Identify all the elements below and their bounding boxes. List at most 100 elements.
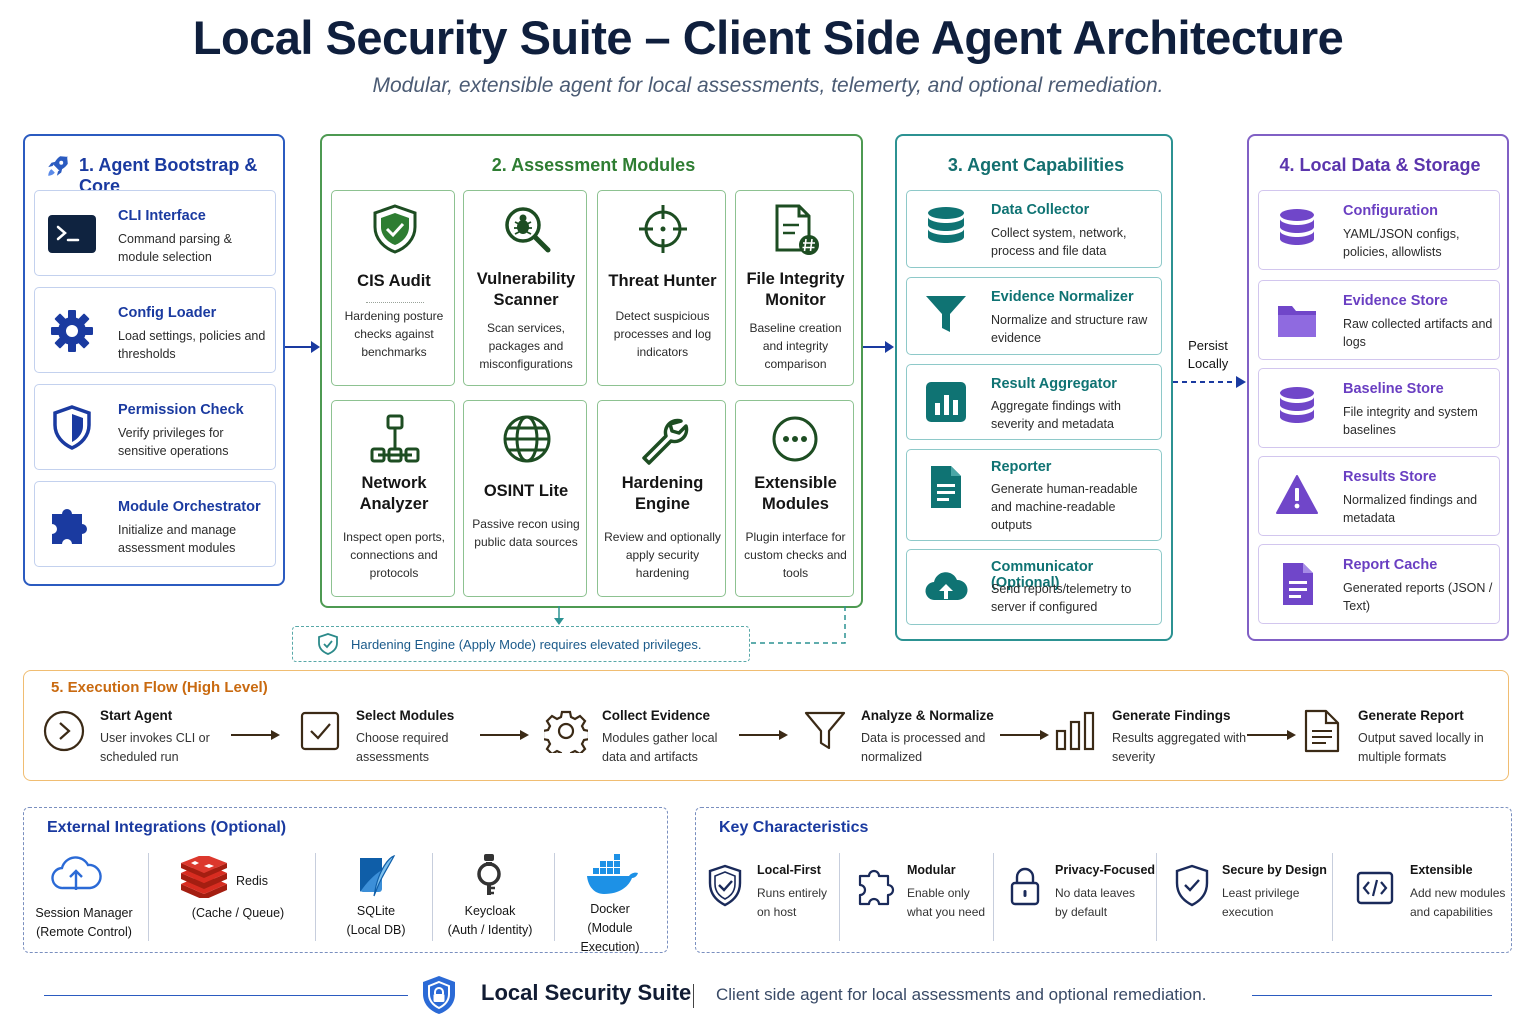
panel-storage: 4. Local Data & Storage Configuration YA… [1247,134,1509,641]
module-vulnerability-scanner: Vulnerability Scanner Scan services, pac… [463,190,587,386]
module-title: Extensible Modules [754,474,837,513]
core-card-desc: Command parsing & module selection [118,232,232,264]
module-title: File Integrity Monitor [746,270,845,309]
storage-report-cache: Report Cache Generated reports (JSON / T… [1258,544,1500,624]
storage-configuration: Configuration YAML/JSON configs, policie… [1258,190,1500,270]
panel-agent-core: 1. Agent Bootstrap & Core CLI Interface … [23,134,285,586]
capability-title: Communicator (Optional) [991,559,1094,591]
key-characteristics: Key Characteristics Local-First Runs ent… [695,807,1512,953]
document-icon [1283,563,1313,605]
capability-reporter: Reporter Generate human-readable and mac… [906,449,1162,541]
document-icon [1304,709,1340,753]
characteristic-name: Local-First [757,863,821,877]
module-title: Network Analyzer [359,474,429,513]
module-threat-hunter: Threat Hunter Detect suspicious processe… [597,190,726,386]
arrow-right-icon [285,341,320,353]
brand-shield-icon [423,976,455,1014]
module-osint-lite: OSINT Lite Passive recon using public da… [463,400,587,597]
storage-desc: YAML/JSON configs, policies, allowlists [1343,227,1460,259]
integration-session-manager: Session Manager (Remote Control) [35,906,133,939]
capability-desc: Generate human-readable and machine-read… [991,482,1138,532]
flow-arrow-icon [480,730,529,740]
cloud-upload-icon [925,572,968,601]
module-title: Hardening Engine [621,474,704,513]
core-card-desc: Verify privileges for sensitive operatio… [118,426,229,458]
flow-arrow-icon [1247,730,1296,740]
core-card-title: Module Orchestrator [118,499,261,515]
flow-arrow-icon [1000,730,1049,740]
flow-step-desc: Results aggregated with severity [1112,731,1247,764]
storage-title: Report Cache [1343,557,1438,573]
terminal-icon [48,215,96,253]
module-desc: Scan services, packages and misconfigura… [479,321,573,371]
flow-step-title: Generate Report [1358,708,1464,723]
capability-title: Reporter [991,459,1052,475]
module-file-integrity-monitor: File Integrity Monitor Baseline creation… [735,190,854,386]
capability-title: Evidence Normalizer [991,289,1134,305]
integration-redis-sub: (Cache / Queue) [191,906,285,920]
storage-title: Results Store [1343,469,1437,485]
storage-desc: File integrity and system baselines [1343,405,1478,437]
play-icon [43,710,85,752]
module-desc: Review and optionally apply security har… [604,530,721,580]
module-hardening-engine: Hardening Engine Review and optionally a… [597,400,726,597]
panel-title-assessment: 2. Assessment Modules [491,155,696,175]
flow-step-title: Analyze & Normalize [861,708,994,723]
shield-check-icon [318,633,338,655]
characteristic-name: Modular [907,863,956,877]
storage-title: Baseline Store [1343,381,1444,397]
core-card-orchestrator: Module Orchestrator Initialize and manag… [34,481,276,567]
globe-icon [503,415,551,463]
execution-flow-title: 5. Execution Flow (High Level) [51,679,268,696]
flow-arrow-icon [739,730,788,740]
bar-chart-icon [1055,711,1095,751]
flow-step-desc: Choose required assessments [356,731,449,764]
module-desc: Plugin interface for custom checks and t… [744,530,847,580]
network-icon [370,414,420,463]
characteristic-name: Secure by Design [1222,863,1327,877]
storage-desc: Normalized findings and metadata [1343,493,1478,525]
storage-baseline-store: Baseline Store File integrity and system… [1258,368,1500,448]
persist-locally-label: Persist Locally [1187,338,1229,371]
funnel-icon [804,711,846,750]
storage-title: Evidence Store [1343,293,1448,309]
module-title: CIS Audit [357,272,431,290]
panel-title-capabilities: 3. Agent Capabilities [947,155,1125,175]
keycloak-icon [477,854,501,895]
flow-step-desc: User invokes CLI or scheduled run [100,731,210,764]
gear-icon [51,310,93,352]
module-title: Threat Hunter [608,272,717,290]
characteristic-name: Extensible [1410,863,1473,877]
storage-title: Configuration [1343,203,1439,219]
module-desc: Passive recon using public data sources [472,517,580,549]
storage-desc: Generated reports (JSON / Text) [1343,581,1493,613]
external-integrations: External Integrations (Optional) Session… [23,807,668,954]
core-card-title: CLI Interface [118,208,206,224]
characteristic-desc: Runs entirely on host [757,886,828,919]
privilege-note-text: Hardening Engine (Apply Mode) requires e… [351,637,702,652]
panel-assessment: 2. Assessment Modules CIS Audit Hardenin… [320,134,863,608]
storage-evidence-store: Evidence Store Raw collected artifacts a… [1258,280,1500,360]
bug-magnifier-icon [505,207,551,253]
core-card-title: Config Loader [118,305,217,321]
module-title: OSINT Lite [483,482,569,500]
database-icon [1280,387,1314,423]
module-desc: Hardening posture checks against benchma… [344,309,444,359]
capability-desc: Aggregate findings with severity and met… [991,399,1121,431]
module-extensible: Extensible Modules Plugin interface for … [735,400,854,597]
core-card-desc: Load settings, policies and thresholds [118,329,266,361]
integration-docker: Docker (Module Execution) [580,902,640,954]
shield-check-icon [1175,864,1209,907]
flow-step-desc: Output saved locally in multiple formats [1358,731,1484,764]
cloud-upload-icon [51,856,102,890]
code-icon [1356,871,1394,905]
docker-icon [587,854,638,894]
execution-flow: 5. Execution Flow (High Level) Start Age… [23,670,1509,781]
characteristic-desc: Least privilege execution [1222,886,1300,919]
characteristic-desc: No data leaves by default [1055,886,1136,919]
shield-check-icon [373,204,417,254]
flow-step-title: Collect Evidence [602,708,711,723]
core-card-permission: Permission Check Verify privileges for s… [34,384,276,470]
sqlite-icon [360,854,396,897]
characteristic-desc: Add new modules and capabilities [1410,886,1506,919]
